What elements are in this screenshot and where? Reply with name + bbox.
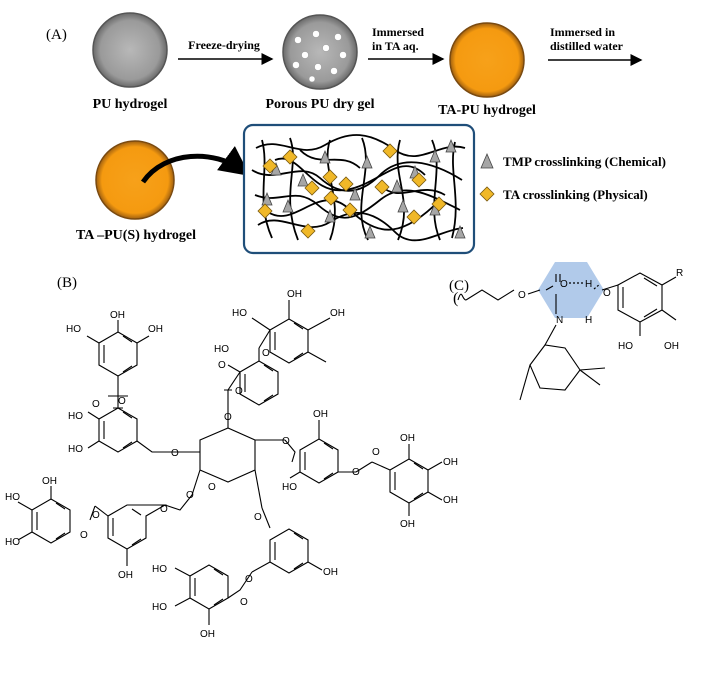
bracket-left: ( xyxy=(453,290,458,307)
svg-text:H: H xyxy=(585,315,592,326)
svg-text:O: O xyxy=(282,436,290,447)
svg-text:HO: HO xyxy=(5,492,20,503)
porous-pu-label: Porous PU dry gel xyxy=(265,97,374,112)
svg-text:R: R xyxy=(676,268,683,279)
pu-hydrogel-sphere xyxy=(92,12,168,88)
ta-pu-hydrogel-sphere xyxy=(449,22,525,98)
svg-text:OH: OH xyxy=(443,495,458,506)
svg-text:OH: OH xyxy=(664,341,679,352)
freeze-drying-label: Freeze-drying xyxy=(188,38,260,52)
svg-text:HO: HO xyxy=(282,482,297,493)
svg-text:HO: HO xyxy=(152,602,167,613)
ta-pus-hydrogel-sphere xyxy=(95,140,175,220)
svg-text:O: O xyxy=(160,504,168,515)
zoom-arrow xyxy=(140,146,251,184)
immersed-water-label-2: distilled water xyxy=(550,39,624,53)
urethane-labels: O O H O N H R HO OH xyxy=(518,268,683,352)
pu-hydrogel-label: PU hydrogel xyxy=(93,97,168,112)
svg-text:O: O xyxy=(186,490,194,501)
ta-legend-icon xyxy=(479,186,495,202)
svg-text:O: O xyxy=(254,512,262,523)
svg-text:O: O xyxy=(518,290,526,301)
svg-text:O: O xyxy=(171,448,179,459)
svg-text:HO: HO xyxy=(68,411,83,422)
svg-text:O: O xyxy=(208,482,216,493)
svg-text:HO: HO xyxy=(152,564,167,575)
svg-text:HO: HO xyxy=(618,341,633,352)
ta-pus-hydrogel-label: TA –PU(S) hydrogel xyxy=(76,228,196,243)
hbond-highlight xyxy=(538,262,604,318)
svg-text:HO: HO xyxy=(232,308,247,319)
svg-text:O: O xyxy=(603,288,611,299)
tannic-acid-structure xyxy=(17,300,443,625)
ta-pu-hydrogel-label: TA-PU hydrogel xyxy=(438,103,536,118)
polymer-network xyxy=(251,134,466,242)
svg-text:OH: OH xyxy=(400,433,415,444)
tannic-acid-labels: OH HO OH O O HO HO O OH HO OH HO O O O O… xyxy=(5,289,458,640)
ta-crosslink-diamonds xyxy=(257,143,447,239)
svg-text:OH: OH xyxy=(443,457,458,468)
hbond-dotted-2 xyxy=(593,283,601,290)
immersed-ta-label-2: in TA aq. xyxy=(372,39,419,53)
svg-text:OH: OH xyxy=(287,289,302,300)
svg-text:O: O xyxy=(245,574,253,585)
svg-text:O: O xyxy=(235,386,243,397)
svg-text:HO: HO xyxy=(214,344,229,355)
svg-text:O: O xyxy=(240,597,248,608)
porous-pu-sphere xyxy=(282,14,358,90)
panel-label-b: (B) xyxy=(57,275,77,291)
svg-text:OH: OH xyxy=(42,476,57,487)
tmp-crosslink-triangles xyxy=(261,138,466,239)
svg-text:OH: OH xyxy=(148,324,163,335)
immersed-water-label-1: Immersed in xyxy=(550,25,615,39)
svg-text:O: O xyxy=(118,396,126,407)
svg-text:O: O xyxy=(352,467,360,478)
panel-label-a: (A) xyxy=(46,27,67,43)
svg-text:HO: HO xyxy=(5,537,20,548)
svg-text:OH: OH xyxy=(330,308,345,319)
svg-text:OH: OH xyxy=(400,519,415,530)
svg-text:O: O xyxy=(92,510,100,521)
tmp-legend-icon xyxy=(480,152,494,169)
svg-text:OH: OH xyxy=(323,567,338,578)
svg-text:OH: OH xyxy=(118,570,133,581)
svg-text:O: O xyxy=(218,360,226,371)
svg-text:O: O xyxy=(224,412,232,423)
panel-label-c: (C) xyxy=(449,278,469,294)
ta-legend-label: TA crosslinking (Physical) xyxy=(503,187,648,202)
urethane-structure xyxy=(457,272,677,401)
svg-text:O: O xyxy=(560,279,568,290)
tmp-legend-label: TMP crosslinking (Chemical) xyxy=(503,154,666,169)
svg-text:OH: OH xyxy=(200,629,215,640)
svg-text:N: N xyxy=(556,315,563,326)
svg-text:O: O xyxy=(372,447,380,458)
svg-text:O: O xyxy=(92,399,100,410)
svg-text:OH: OH xyxy=(313,409,328,420)
immersed-ta-label-1: Immersed xyxy=(372,25,424,39)
svg-text:H: H xyxy=(585,279,592,290)
svg-text:OH: OH xyxy=(110,310,125,321)
svg-text:HO: HO xyxy=(68,444,83,455)
svg-text:O: O xyxy=(262,348,270,359)
svg-text:O: O xyxy=(80,530,88,541)
svg-text:HO: HO xyxy=(66,324,81,335)
